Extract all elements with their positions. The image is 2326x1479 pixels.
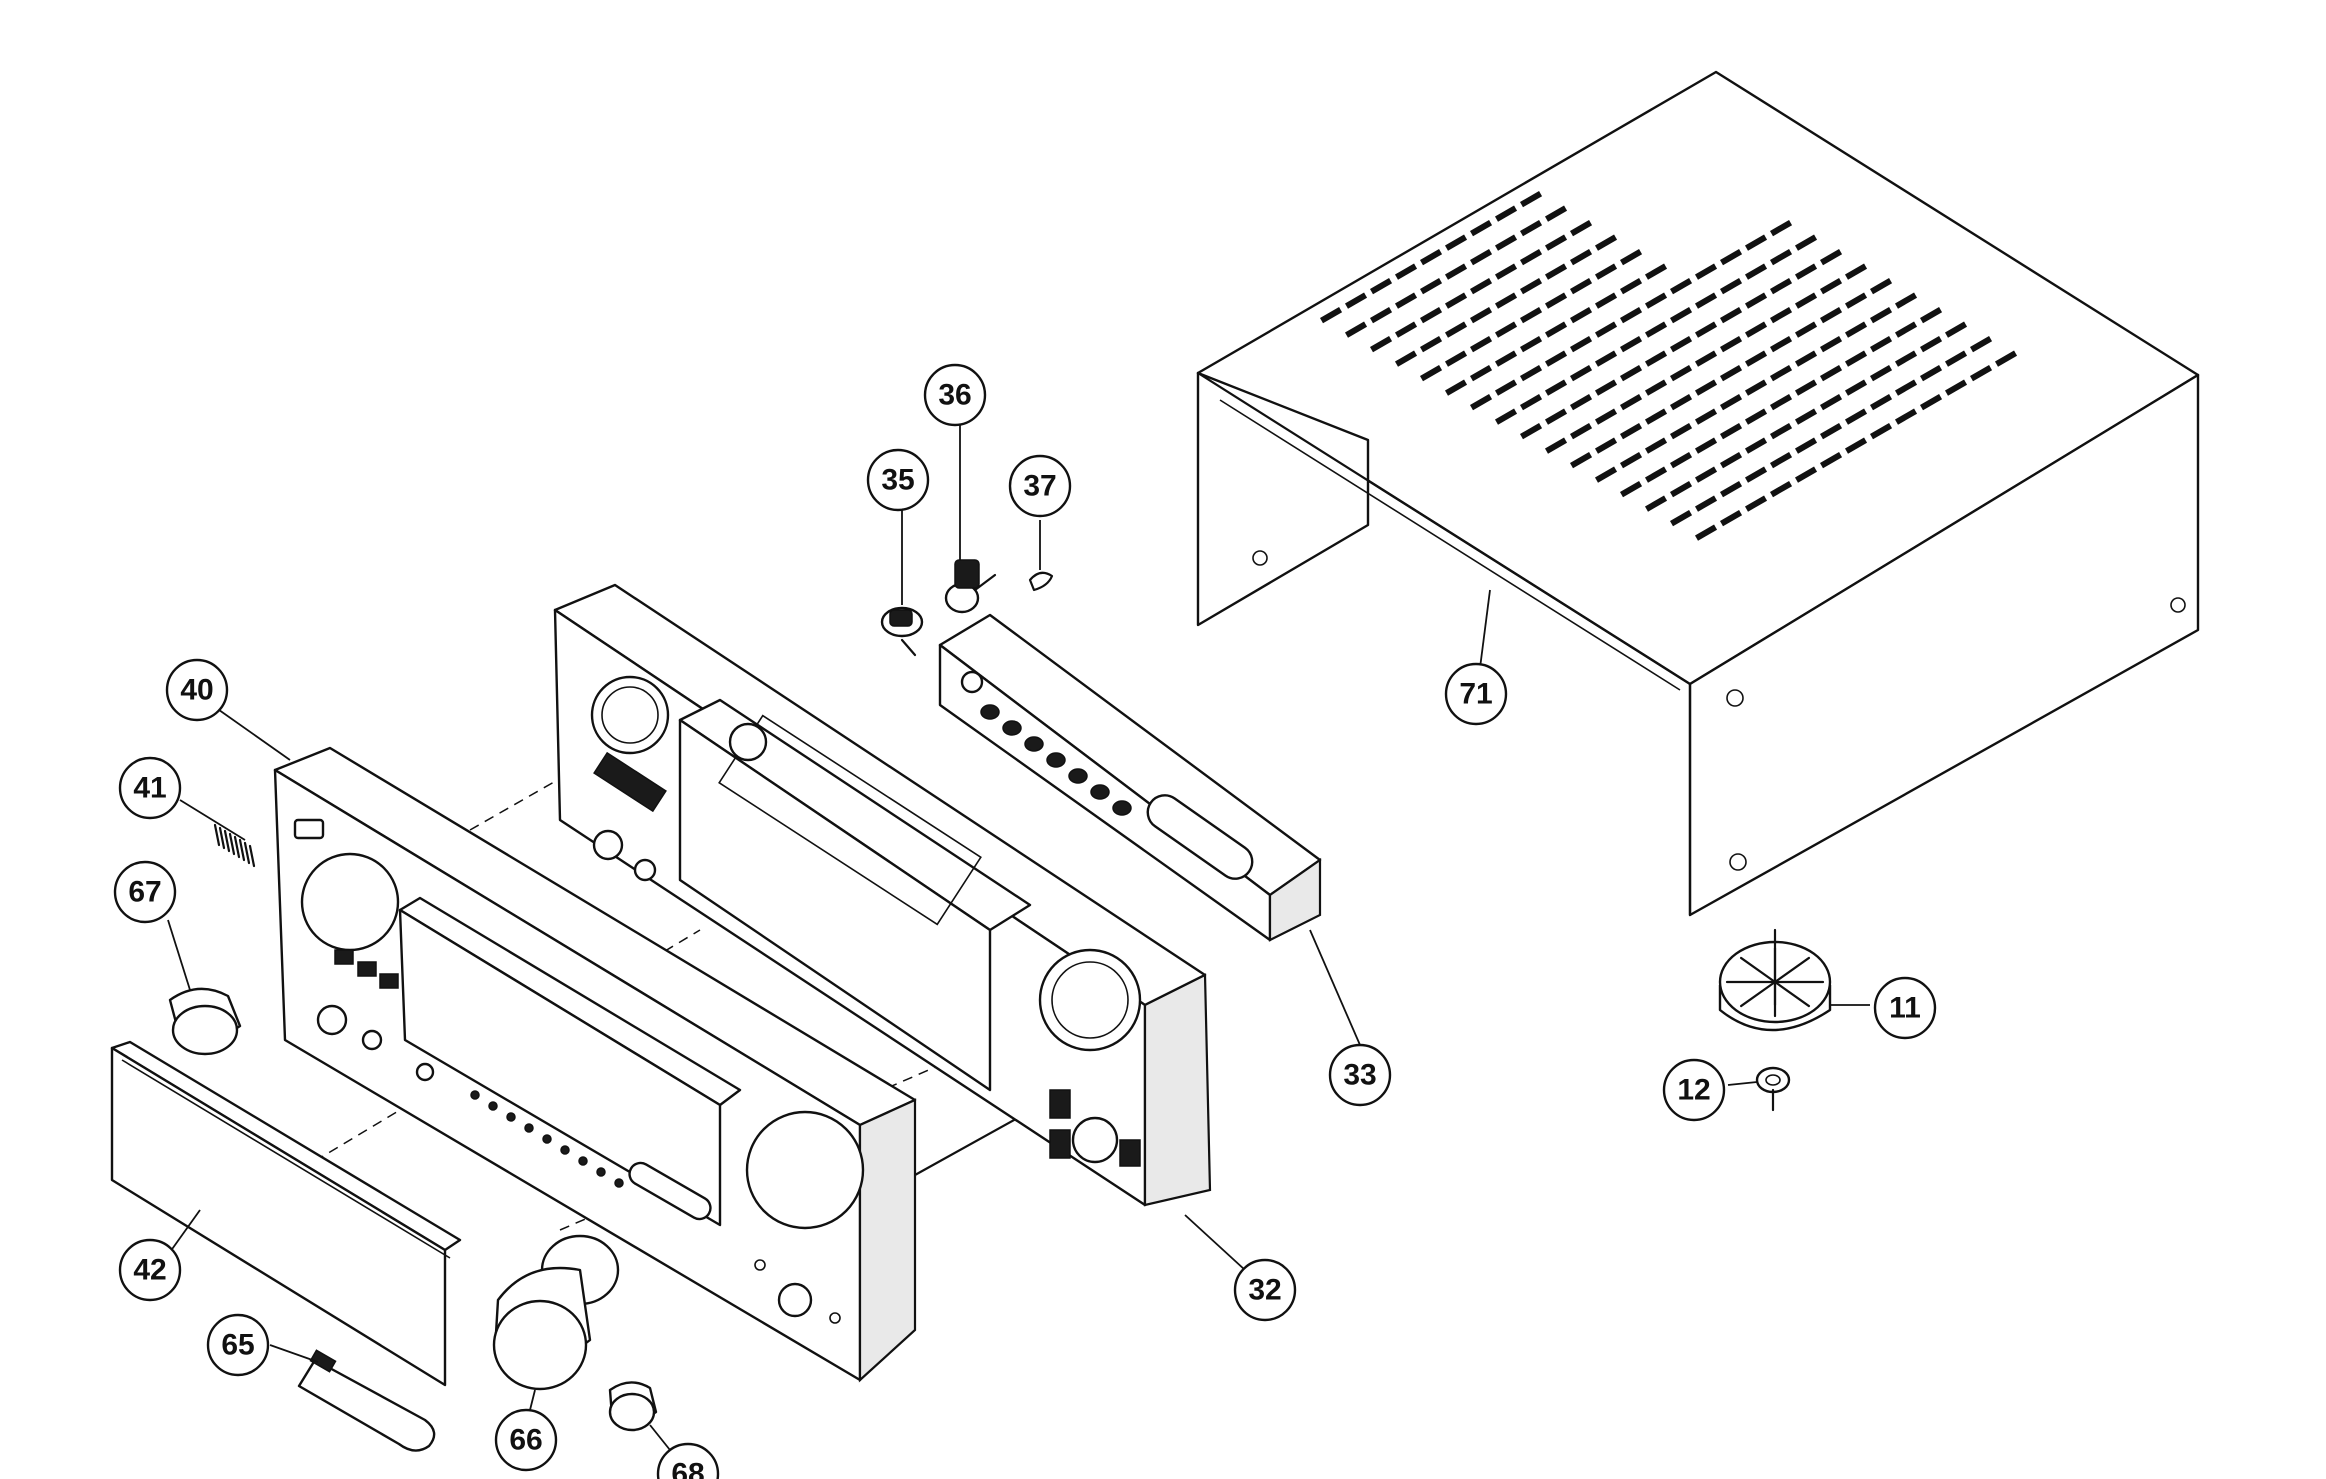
callout-68: 68 xyxy=(656,1442,720,1479)
callout-label-36: 36 xyxy=(938,379,971,412)
clip-part-37 xyxy=(1028,571,1054,592)
callout-11: 11 xyxy=(1873,976,1937,1040)
front-chassis-frame xyxy=(553,583,1212,1207)
callout-label-37: 37 xyxy=(1023,470,1056,503)
leader-lines xyxy=(167,415,1870,1451)
lens-part-65 xyxy=(297,1349,436,1452)
display-window xyxy=(110,1040,462,1387)
callout-label-67: 67 xyxy=(128,876,161,909)
callout-42: 42 xyxy=(118,1238,182,1302)
knob-part-66 xyxy=(492,1234,620,1391)
callout-label-32: 32 xyxy=(1248,1274,1281,1307)
knob-part-67 xyxy=(168,987,242,1056)
top-cover xyxy=(1196,70,2200,917)
callout-40: 40 xyxy=(165,658,229,722)
callout-label-71: 71 xyxy=(1459,678,1492,711)
callout-12: 12 xyxy=(1662,1058,1726,1122)
callout-71: 71 xyxy=(1444,662,1508,726)
callout-label-68: 68 xyxy=(671,1458,704,1479)
callout-label-42: 42 xyxy=(133,1254,166,1287)
callout-label-66: 66 xyxy=(509,1424,542,1457)
callout-33: 33 xyxy=(1328,1043,1392,1107)
callout-67: 67 xyxy=(113,860,177,924)
switch-part-35 xyxy=(880,606,924,657)
washer-part-12 xyxy=(1755,1066,1791,1112)
vent-slots xyxy=(1320,190,2018,541)
knob-part-68 xyxy=(608,1381,658,1432)
callout-label-41: 41 xyxy=(133,772,166,805)
callout-label-12: 12 xyxy=(1677,1074,1710,1107)
callout-label-65: 65 xyxy=(221,1329,254,1362)
callout-66: 66 xyxy=(494,1408,558,1472)
circuit-board xyxy=(938,613,1322,942)
callout-label-35: 35 xyxy=(881,464,914,497)
callout-label-40: 40 xyxy=(180,674,213,707)
callout-41: 41 xyxy=(118,756,182,820)
callout-label-33: 33 xyxy=(1343,1059,1376,1092)
callout-32: 32 xyxy=(1233,1258,1297,1322)
spring-part-41 xyxy=(213,823,256,868)
foot-part-11 xyxy=(1718,928,1832,1032)
callout-65: 65 xyxy=(206,1313,270,1377)
callout-35: 35 xyxy=(866,448,930,512)
callout-label-11: 11 xyxy=(1889,992,1921,1025)
callout-37: 37 xyxy=(1008,454,1072,518)
knob-part-36 xyxy=(944,559,997,614)
callout-36: 36 xyxy=(923,363,987,427)
front-panel xyxy=(273,746,917,1383)
